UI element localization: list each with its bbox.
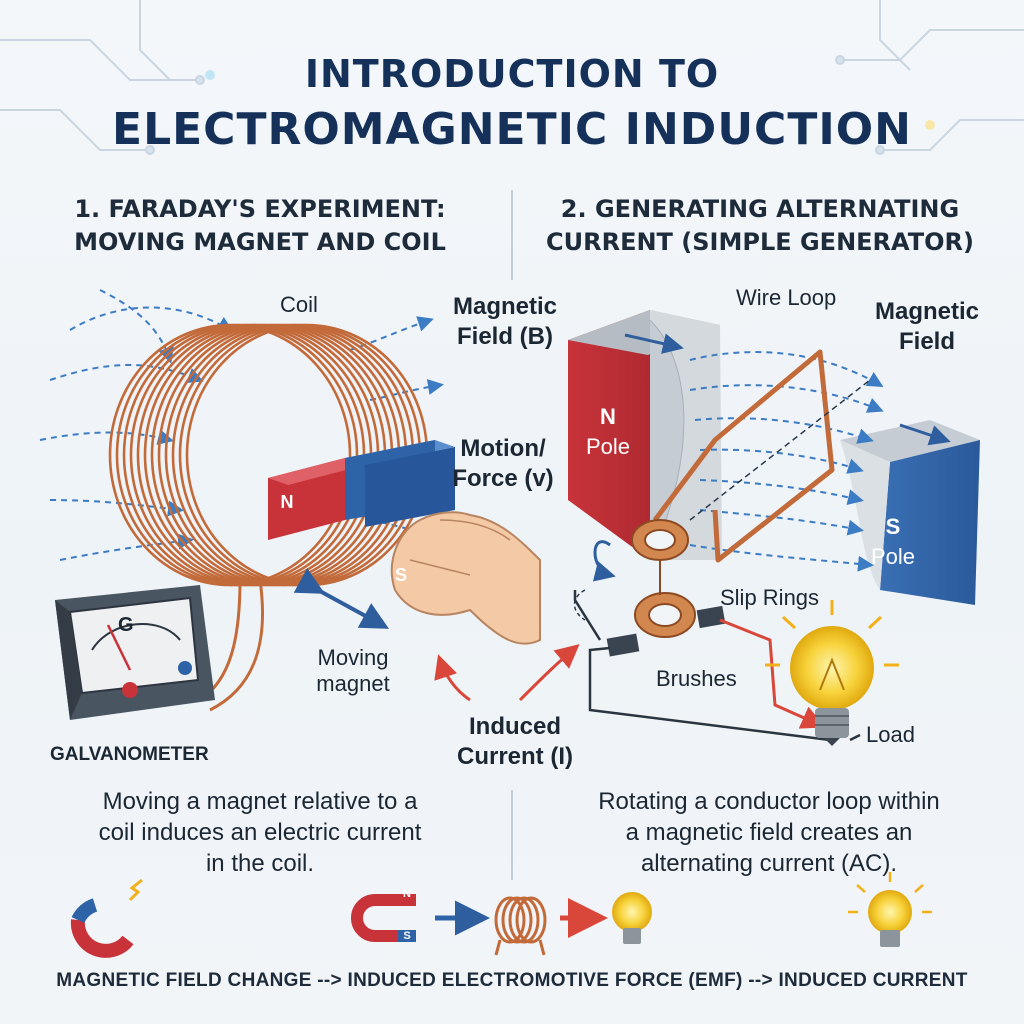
moving-magnet-line-2: magnet bbox=[316, 671, 390, 696]
left-heading-line-1: 1. FARADAY'S EXPERIMENT: bbox=[74, 195, 446, 223]
right-section-heading: 2. GENERATING ALTERNATING CURRENT (SIMPL… bbox=[530, 193, 990, 259]
footer-horseshoe-magnet-icon bbox=[70, 878, 143, 958]
rotation-axis bbox=[689, 379, 871, 521]
generator-field-lines bbox=[689, 351, 884, 572]
galvanometer-label: GALVANOMETER bbox=[50, 744, 209, 765]
n-pole-label: N Pole bbox=[578, 402, 638, 462]
induced-current-line-1: Induced bbox=[468, 713, 561, 740]
s-pole-label: S Pole bbox=[858, 512, 928, 572]
left-caption-line-3: in the coil. bbox=[205, 850, 315, 877]
magnetic-field-line-1: Magnetic bbox=[874, 298, 979, 325]
left-caption-line-1: Moving a magnet relative to a bbox=[102, 788, 418, 815]
bar-magnet bbox=[268, 440, 455, 540]
north-pole-block bbox=[568, 310, 722, 561]
moving-magnet-arrow bbox=[293, 568, 390, 629]
n-pole-line-1: N bbox=[600, 404, 616, 429]
right-caption-line-3: alternating current (AC). bbox=[640, 850, 898, 877]
n-pole-line-2: Pole bbox=[585, 434, 631, 459]
load-bulb bbox=[765, 600, 899, 746]
motion-force-line-2: Force (v) bbox=[452, 465, 554, 492]
galvanometer-dial-label: G bbox=[118, 614, 134, 636]
slip-rings-label: Slip Rings bbox=[720, 585, 820, 610]
moving-magnet-line-1: Moving bbox=[317, 645, 389, 670]
left-caption: Moving a magnet relative to a coil induc… bbox=[40, 786, 480, 879]
motion-force-line-1: Motion/ bbox=[460, 435, 546, 462]
moving-magnet-label: Moving magnet bbox=[308, 645, 398, 697]
brushes-label: Brushes bbox=[656, 666, 737, 691]
wire-loop-label: Wire Loop bbox=[736, 285, 837, 310]
magnet-s-label: S bbox=[394, 565, 407, 585]
magnetic-field-b-line-2: Field (B) bbox=[457, 323, 553, 350]
footer-bulb-icon-1 bbox=[612, 892, 652, 944]
footer-bulb-icon-2 bbox=[848, 872, 932, 947]
right-caption-line-2: a magnetic field creates an bbox=[625, 819, 913, 846]
left-caption-line-2: coil induces an electric current bbox=[98, 819, 422, 846]
right-heading-line-2: CURRENT (SIMPLE GENERATOR) bbox=[546, 228, 974, 256]
s-pole-line-2: Pole bbox=[870, 544, 916, 569]
external-circuit bbox=[573, 590, 861, 742]
magnetic-field-label: Magnetic Field bbox=[862, 297, 992, 357]
footer-magnet-s: S bbox=[403, 930, 411, 942]
load-label: Load bbox=[866, 722, 915, 747]
induced-current-line-2: Current (I) bbox=[457, 743, 573, 770]
rotation-arrow bbox=[592, 540, 616, 582]
coil-lead-2 bbox=[209, 579, 265, 712]
coil-label: Coil bbox=[280, 292, 318, 317]
left-section-heading: 1. FARADAY'S EXPERIMENT: MOVING MAGNET A… bbox=[40, 193, 480, 259]
right-heading-line-1: 2. GENERATING ALTERNATING bbox=[560, 195, 960, 223]
footer-magnet-icon bbox=[351, 894, 416, 942]
magnetic-field-line-2: Field bbox=[898, 328, 955, 355]
footer-process-text: MAGNETIC FIELD CHANGE --> INDUCED ELECTR… bbox=[56, 970, 968, 991]
motion-force-label: Motion/ Force (v) bbox=[438, 434, 568, 494]
circuit-decoration bbox=[0, 0, 1024, 155]
brushes bbox=[606, 605, 726, 657]
induced-current-label: Induced Current (I) bbox=[440, 712, 590, 772]
right-caption-line-1: Rotating a conductor loop within bbox=[598, 788, 940, 815]
title-line-2: ELECTROMAGNETIC INDUCTION bbox=[112, 104, 912, 155]
current-arrow bbox=[719, 618, 826, 729]
slip-rings bbox=[631, 519, 696, 638]
s-pole-line-1: S bbox=[885, 514, 901, 539]
south-pole-block bbox=[840, 420, 980, 605]
magnet-n-label: N bbox=[280, 492, 294, 512]
footer-coil-icon bbox=[494, 896, 547, 956]
magnetic-field-b-line-1: Magnetic bbox=[452, 293, 557, 320]
galvanometer bbox=[55, 585, 215, 720]
induced-arrow-right bbox=[518, 644, 580, 702]
wire-loop bbox=[653, 349, 835, 563]
title-line-1: INTRODUCTION TO bbox=[304, 52, 720, 96]
magnetic-field-b-label: Magnetic Field (B) bbox=[440, 292, 570, 352]
induced-arrow-left bbox=[434, 654, 471, 702]
left-heading-line-2: MOVING MAGNET AND COIL bbox=[74, 228, 446, 256]
hand-illustration bbox=[390, 511, 541, 645]
footer-magnet-n: N bbox=[403, 888, 411, 900]
right-caption: Rotating a conductor loop within a magne… bbox=[544, 786, 994, 879]
